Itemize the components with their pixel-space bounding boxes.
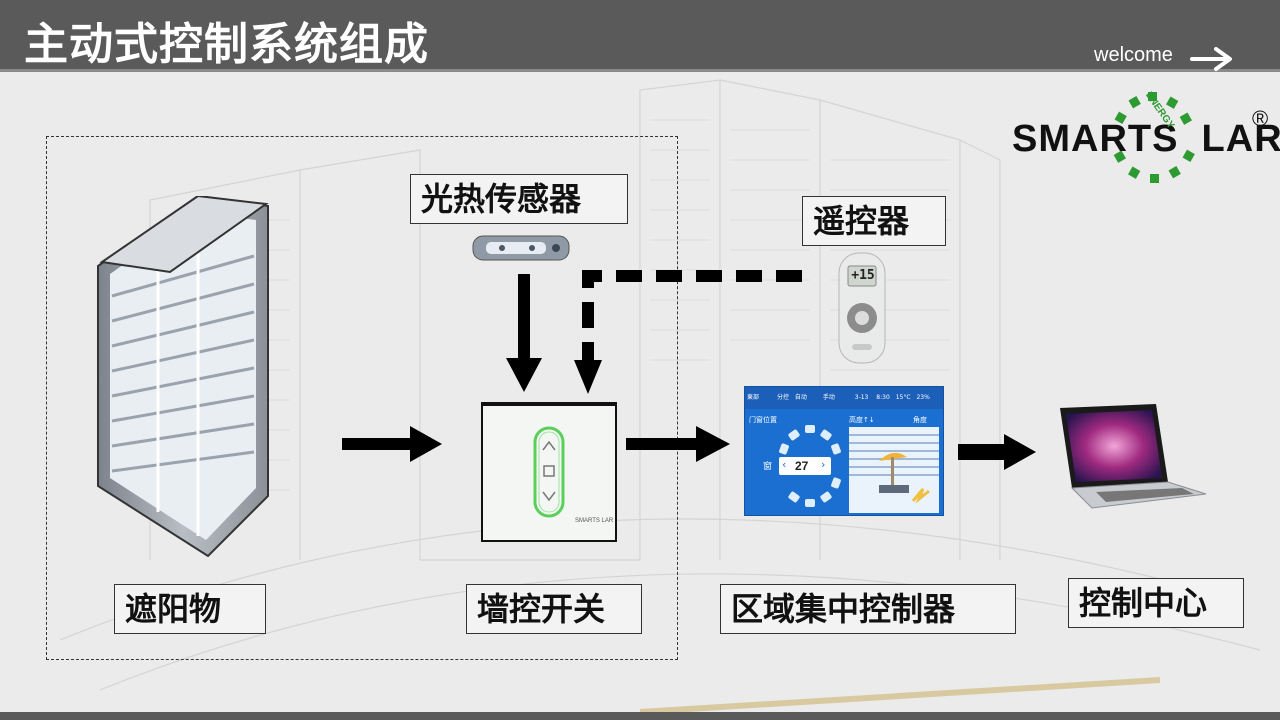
controller-top-item: 手动 [822, 394, 835, 401]
header-bar: 主动式控制系统组成 [0, 0, 1280, 72]
chevron-left-icon[interactable]: ‹ [782, 458, 787, 471]
arrow-right-icon [626, 426, 730, 462]
position-dial-graphic [779, 425, 841, 507]
controller-top-item: 3-13 [854, 394, 869, 401]
controller-left-title: 门窗位置 [749, 416, 777, 424]
switch-panel-graphic [533, 426, 565, 518]
switch-brand-text: SMARTS LAR [575, 518, 614, 524]
controller-top-item: 8:30 [876, 394, 890, 401]
sunshade-label: 遮阳物 [114, 584, 266, 634]
sunshade-blinds-image [97, 196, 269, 558]
remote-graphic [838, 252, 886, 364]
position-value-box: ‹ 27 › [779, 457, 831, 475]
arrow-right-icon [958, 434, 1036, 470]
wall-switch-image: SMARTS LAR [481, 402, 617, 542]
blind-preview-graphic [849, 434, 939, 504]
registered-mark: ® [1252, 106, 1269, 131]
arrow-right-icon [342, 426, 442, 462]
sun-ring-icon [1113, 92, 1195, 183]
zone-controller-label: 区域集中控制器 [720, 584, 1016, 634]
controller-angle-label: 角度 [913, 416, 927, 424]
controller-top-item: 東部 [747, 394, 760, 401]
arrow-right-icon[interactable] [1190, 46, 1234, 72]
controller-top-item: 23% [916, 394, 930, 401]
laptop-control-center-image [1060, 404, 1207, 509]
local-control-group-box [46, 136, 678, 660]
position-value: 27 [795, 459, 809, 473]
smartsolar-logo: SMARTS LAR ® ENERGY [1012, 90, 1280, 186]
light-heat-sensor-image [472, 235, 570, 261]
wall-switch-label: 墙控开关 [466, 584, 642, 634]
chevron-right-icon[interactable]: › [821, 458, 826, 471]
controller-top-item: 自动 [794, 394, 807, 401]
dashed-arrow-remote-to-switch [574, 270, 802, 394]
controller-top-bar: 東部 分控 自动 手动 3-13 8:30 15°C 23% [745, 387, 943, 409]
page-title: 主动式控制系统组成 [24, 19, 429, 70]
light-heat-sensor-label: 光热传感器 [410, 174, 628, 224]
remote-control-image: +15 [838, 252, 886, 364]
footer-bar [0, 712, 1280, 720]
remote-control-label: 遥控器 [802, 196, 946, 246]
logo-text: SMARTS LAR [1012, 118, 1280, 160]
welcome-link[interactable]: welcome [1094, 44, 1173, 66]
zone-controller-screen: 東部 分控 自动 手动 3-13 8:30 15°C 23% 门窗位置 高度↑↓… [744, 386, 944, 516]
control-center-label: 控制中心 [1068, 578, 1244, 628]
controller-right-title: 高度↑↓ [849, 416, 875, 424]
blind-preview-panel [849, 427, 939, 513]
remote-display-text: +15 [851, 268, 875, 283]
controller-top-item: 分控 [776, 394, 789, 401]
controller-window-label: 窗 [763, 462, 773, 472]
arrow-down-icon [506, 274, 542, 392]
controller-top-item: 15°C [895, 394, 911, 401]
